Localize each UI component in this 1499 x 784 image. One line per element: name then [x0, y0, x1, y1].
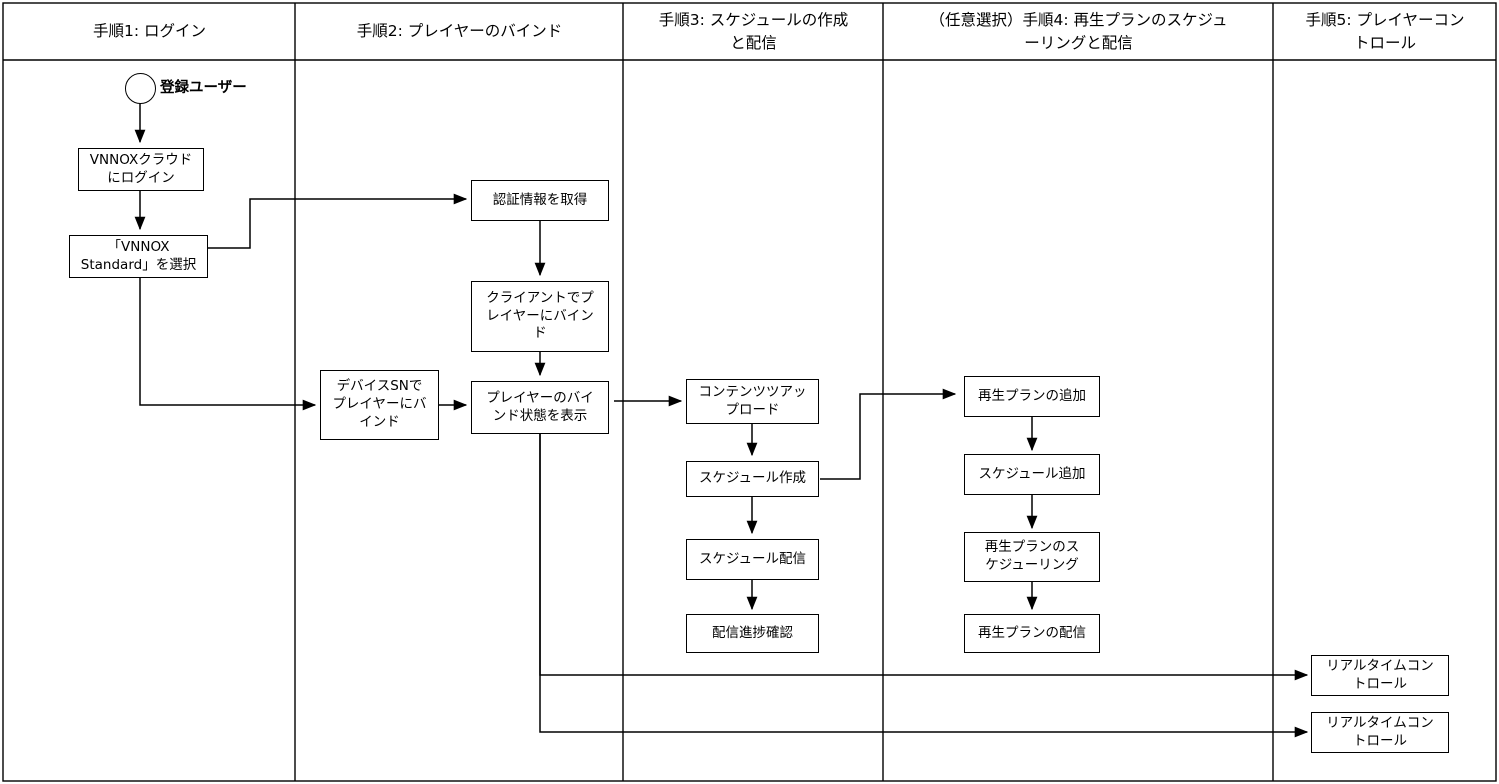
node-create-schedule-label: スケジュール作成	[698, 470, 807, 487]
node-get-auth-info-label: 認証情報を取得	[492, 191, 588, 208]
node-add-playback-plan[interactable]: 再生プランの追加	[964, 376, 1100, 417]
node-bind-player-device-sn-label: デバイスSNで プレイヤーにバ インド	[332, 378, 427, 430]
node-select-vnnox-standard[interactable]: 「VNNOX Standard」を選択	[69, 235, 208, 278]
node-bind-player-client[interactable]: クライアントでプ レイヤーにバイン ド	[471, 281, 609, 352]
lane-header-1-label: 手順1: ログイン	[92, 22, 206, 41]
node-distribute-playback-plan[interactable]: 再生プランの配信	[964, 614, 1100, 653]
edge-n2-to-n5	[139, 278, 317, 411]
node-bind-player-device-sn[interactable]: デバイスSNで プレイヤーにバ インド	[320, 370, 439, 440]
lane-header-5: 手順5: プレイヤーコン トロール	[1274, 4, 1496, 60]
node-get-auth-info[interactable]: 認証情報を取得	[471, 180, 609, 221]
node-show-bind-status[interactable]: プレイヤーのバイ ンド状態を表示	[471, 381, 609, 434]
lane-header-4-label: （任意選択）手順4: 再生プランのスケジュ ーリングと配信	[929, 10, 1228, 52]
edge-n6-to-n16	[539, 434, 1309, 738]
node-realtime-control-2-label: リアルタイムコン トロール	[1326, 714, 1434, 749]
node-schedule-playback-plan-label: 再生プランのス ケジューリング	[984, 539, 1080, 573]
node-upload-content[interactable]: コンテンツツアッ プロード	[686, 379, 819, 424]
node-check-distribution-progress-label: 配信進捗確認	[712, 624, 793, 641]
node-upload-content-label: コンテンツツアッ プロード	[698, 383, 807, 418]
edge-n8-to-n11	[820, 388, 957, 480]
edge-layer	[134, 103, 1309, 738]
node-realtime-control-1-label: リアルタイムコン トロール	[1326, 657, 1434, 692]
lane-header-3-label: 手順3: スケジュールの作成 と配信	[658, 10, 849, 52]
node-login-vnnox-cloud[interactable]: VNNOXクラウド にログイン	[78, 148, 204, 191]
start-node-label: 登録ユーザー	[160, 80, 247, 96]
node-realtime-control-1[interactable]: リアルタイムコン トロール	[1311, 655, 1449, 696]
node-realtime-control-2[interactable]: リアルタイムコン トロール	[1311, 712, 1449, 753]
lane-header-3: 手順3: スケジュールの作成 と配信	[624, 4, 883, 60]
node-add-schedule[interactable]: スケジュール追加	[964, 454, 1100, 495]
lane-header-4: （任意選択）手順4: 再生プランのスケジュ ーリングと配信	[884, 4, 1273, 60]
lane-header-2: 手順2: プレイヤーのバインド	[296, 4, 623, 60]
node-schedule-playback-plan[interactable]: 再生プランのス ケジューリング	[964, 532, 1100, 582]
node-show-bind-status-label: プレイヤーのバイ ンド状態を表示	[486, 389, 594, 424]
edge-n6-to-n15	[539, 434, 1309, 681]
node-login-vnnox-cloud-label: VNNOXクラウド にログイン	[89, 151, 193, 186]
node-add-playback-plan-label: 再生プランの追加	[978, 387, 1086, 404]
node-distribute-schedule[interactable]: スケジュール配信	[686, 539, 819, 580]
node-check-distribution-progress[interactable]: 配信進捗確認	[686, 614, 819, 653]
node-create-schedule[interactable]: スケジュール作成	[686, 461, 819, 497]
start-node-circle	[125, 73, 156, 104]
lane-header-1: 手順1: ログイン	[4, 4, 295, 60]
lane-header-2-label: 手順2: プレイヤーのバインド	[356, 22, 563, 41]
node-select-vnnox-standard-label: 「VNNOX Standard」を選択	[80, 238, 197, 273]
lane-header-5-label: 手順5: プレイヤーコン トロール	[1305, 10, 1465, 52]
node-distribute-playback-plan-label: 再生プランの配信	[978, 624, 1086, 641]
node-add-schedule-label: スケジュール追加	[978, 465, 1086, 482]
edge-n2-to-n3	[208, 193, 468, 249]
node-bind-player-client-label: クライアントでプ レイヤーにバイン ド	[486, 289, 594, 342]
node-distribute-schedule-label: スケジュール配信	[698, 550, 807, 567]
